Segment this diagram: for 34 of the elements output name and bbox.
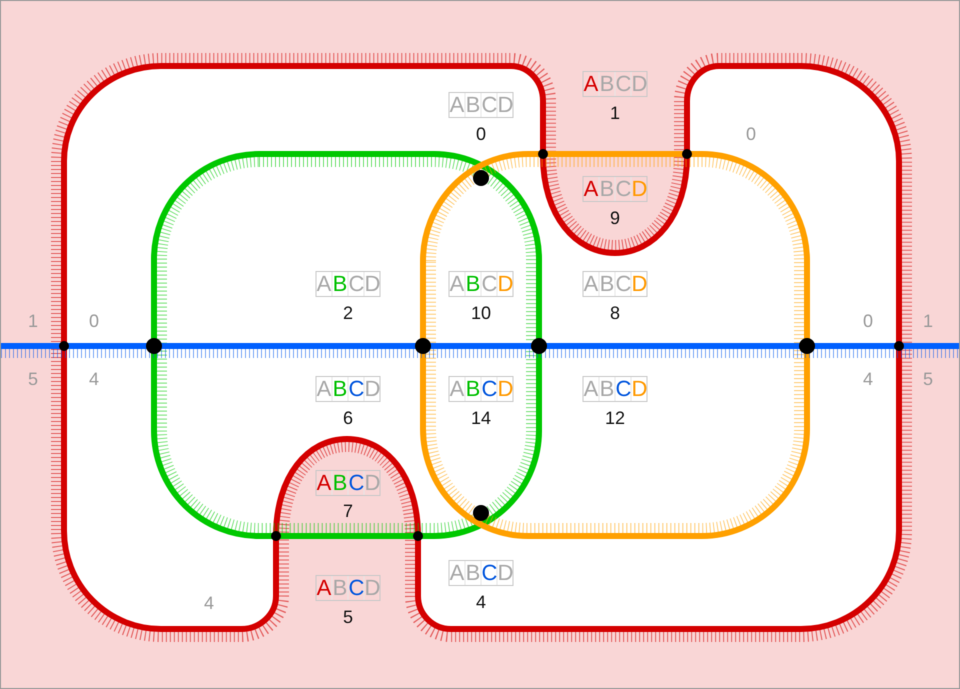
count-label: 4 [204,594,214,612]
count-label: 4 [863,370,873,388]
count-label: 4 [89,370,99,388]
region-number: 12 [604,409,626,427]
region-number: 5 [343,608,353,626]
region-number: 8 [610,304,620,322]
region-number: 6 [343,409,353,427]
count-label: 5 [923,370,933,388]
region-code: ABCD [316,470,380,496]
region-code: ABCD [316,376,380,402]
count-label: 0 [746,125,756,143]
region-number: 0 [476,125,486,143]
region-number: 14 [470,409,492,427]
count-label: 1 [923,312,933,330]
count-label: 0 [89,312,99,330]
region-code: ABCD [316,575,380,601]
count-label: 0 [863,312,873,330]
region-code: ABCD [582,176,648,202]
region-number: 2 [343,304,353,322]
region-number: 4 [476,593,486,611]
region-code: ABCD [316,271,380,297]
region-code: ABCD [448,271,514,297]
count-label: 5 [28,370,38,388]
region-code: ABCD [582,271,648,297]
region-number: 1 [610,104,620,122]
region-code: ABCD [582,71,648,97]
region-code: ABCD [448,376,514,402]
region-number: 7 [343,502,353,520]
region-code: ABCD [448,92,514,118]
count-label: 1 [28,312,38,330]
region-code: ABCD [582,376,648,402]
region-code: ABCD [448,560,514,586]
region-number: 9 [610,209,620,227]
region-number: 10 [470,304,492,322]
